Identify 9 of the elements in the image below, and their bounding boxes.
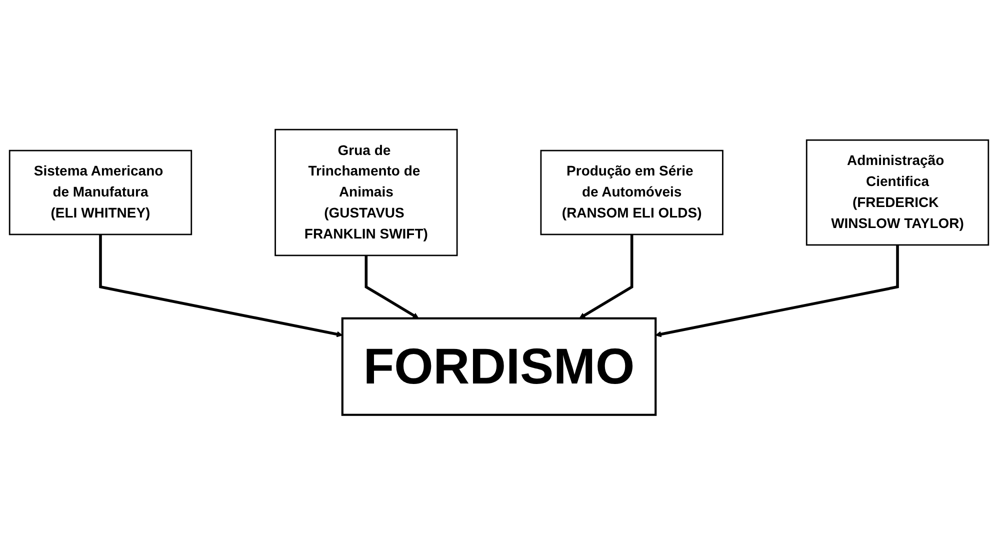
node-box: Produção em Série de Automóveis (RANSOM ELI OLDS) (540, 150, 724, 236)
node-box: Administração Cientifica (FREDERICK WINSLOW TAYLOR) (806, 140, 990, 246)
node-box: Grua de Trinchamento de Animais (GUSTAVUS FRANKLIN SWIFT) (274, 129, 458, 256)
node-box: FORDISMO (341, 318, 657, 416)
arrow (579, 234, 634, 319)
arrow (99, 234, 343, 338)
arrow (655, 245, 899, 338)
arrow (364, 256, 419, 319)
node-box: Sistema Americano de Manufatura (ELI WHITNEY) (8, 150, 192, 236)
